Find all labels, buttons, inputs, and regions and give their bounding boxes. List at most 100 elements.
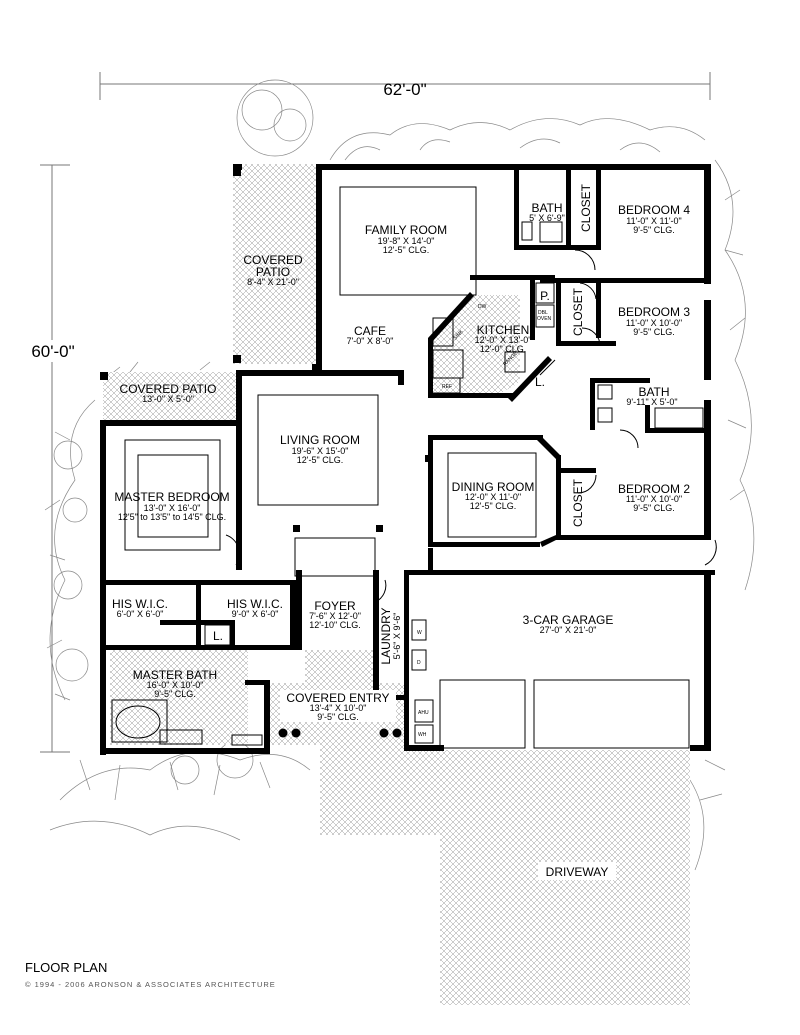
room-cafe: CAFE 7'-0" X 8'-0"	[347, 324, 394, 346]
room-family-room: FAMILY ROOM 19'-8" X 14'-0" 12'-5" CLG.	[365, 223, 447, 255]
family-room-size: 19'-8" X 14'-0"	[378, 236, 435, 246]
room-master-bedroom: MASTER BEDROOM 13'-0" X 16'-0" 12'5" to …	[114, 490, 229, 522]
width-dimension: 62'-0"	[99, 72, 711, 100]
dining-room-size: 12'-0" X 11'-0"	[465, 492, 521, 502]
dryer-label: D	[417, 660, 421, 666]
covered-entry-name: COVERED ENTRY	[286, 691, 389, 705]
bedroom2-size: 11'-0" X 10'-0"	[626, 494, 682, 504]
bedroom2-name: BEDROOM 2	[618, 482, 690, 496]
room-dining-room: DINING ROOM 12'-0" X 11'-0" 12'-5" CLG.	[452, 480, 535, 511]
his-wic-1-size: 6'-0" X 6'-0"	[117, 609, 164, 619]
dishwasher-label: DW	[478, 304, 487, 310]
plan-title: FLOOR PLAN	[25, 960, 107, 975]
dining-room-clg: 12'-5" CLG.	[470, 501, 516, 511]
entry-columns	[278, 728, 402, 738]
room-his-wic-1: HIS W.I.C. 6'-0" X 6'-0"	[112, 597, 168, 619]
room-garage: 3-CAR GARAGE 27'-0" X 21'-0" AHU WH	[418, 613, 613, 738]
kitchen-clg: 12'-0" CLG.	[480, 344, 526, 354]
landscaping	[44, 79, 755, 871]
living-room-clg: 12'-5" CLG.	[297, 455, 343, 465]
room-bedroom2: BEDROOM 2 11'-0" X 10'-0" 9'-5" CLG.	[618, 482, 690, 513]
room-covered-entry: COVERED ENTRY 13'-4" X 10'-0" 9'-5" CLG.	[280, 690, 396, 722]
garage-name: 3-CAR GARAGE	[523, 613, 614, 627]
depth-label: 60'-0"	[31, 342, 74, 361]
room-living-room: LIVING ROOM 19'-6" X 15'-0" 12'-5" CLG.	[280, 433, 360, 465]
room-bath-upper: BATH 5' X 6'-9"	[529, 201, 565, 223]
pantry-label: P.	[540, 289, 550, 303]
kitchen-linen-label: L.	[535, 375, 545, 389]
room-covered-patio-side: COVERED PATIO 8'-4" X 21'-0"	[243, 253, 303, 287]
master-bedroom-clg: 12'5" to 13'5" to 14'5" CLG.	[118, 512, 226, 522]
covered-entry-size: 13'-4" X 10'-0"	[310, 703, 367, 713]
bath-linen-label: L.	[213, 629, 223, 643]
room-foyer: FOYER 7'-6" X 12'-0" 12'-10" CLG.	[309, 599, 361, 630]
garage-size: 27'-0" X 21'-0"	[540, 625, 597, 635]
covered-entry-clg: 9'-5" CLG.	[317, 712, 358, 722]
covered-patio-a-name2: PATIO	[256, 265, 290, 279]
fixtures	[111, 221, 717, 749]
water-heater-label: WH	[418, 732, 427, 738]
area-driveway: DRIVEWAY	[538, 862, 616, 880]
room-bedroom4: BEDROOM 4 11'-0" X 11'-0" 9'-5" CLG.	[618, 203, 690, 235]
foyer-clg: 12'-10" CLG.	[309, 620, 360, 630]
room-bedroom3: BEDROOM 3 11'-0" X 10'-0" 9'-5" CLG.	[618, 305, 690, 337]
covered-patio-a-size: 8'-4" X 21'-0"	[247, 277, 299, 287]
bedroom4-clg: 9'-5" CLG.	[633, 225, 674, 235]
master-bath-name: MASTER BATH	[133, 668, 217, 682]
closet-bedroom2-label: CLOSET	[571, 478, 585, 527]
walls	[100, 164, 715, 755]
master-bedroom-size: 13'-0" X 16'-0"	[144, 503, 201, 513]
dbl-oven-label-2: OVEN	[537, 316, 552, 322]
kitchen-name: KITCHEN	[477, 323, 530, 337]
foyer-name: FOYER	[314, 599, 356, 613]
bath-upper-name: BATH	[531, 201, 562, 215]
ahu-label: AHU	[418, 710, 429, 716]
ref-label: REF	[442, 384, 452, 390]
covered-patio-b-name: COVERED PATIO	[120, 382, 217, 396]
washer-label: W	[417, 630, 422, 636]
master-bath-size: 16'-0" X 10'-0"	[147, 680, 204, 690]
ceiling-details	[124, 186, 537, 577]
depth-dimension: 60'-0"	[25, 164, 81, 753]
bedroom4-name: BEDROOM 4	[618, 203, 690, 217]
copyright-line: © 1994 - 2006 ARONSON & ASSOCIATES ARCHI…	[25, 980, 276, 989]
foyer-size: 7'-6" X 12'-0"	[309, 611, 361, 621]
room-bath-mid: BATH 9'-11" X 5'-0"	[626, 385, 677, 407]
room-his-wic-2: HIS W.I.C. 9'-0" X 6'-0"	[227, 597, 283, 619]
family-room-clg: 12'-5" CLG.	[383, 245, 429, 255]
his-wic-2-name: HIS W.I.C.	[227, 597, 283, 611]
bedroom3-clg: 9'-5" CLG.	[633, 327, 674, 337]
room-covered-patio-rear: COVERED PATIO 13'-0" X 5'-0"	[120, 382, 217, 404]
living-room-name: LIVING ROOM	[280, 433, 360, 447]
laundry-name: LAUNDRY	[379, 607, 393, 664]
closet-bedroom3-label: CLOSET	[571, 287, 585, 336]
master-bath-clg: 9'-5" CLG.	[154, 689, 195, 699]
bath-mid-name: BATH	[638, 385, 669, 399]
bath-upper-size: 5' X 6'-9"	[529, 213, 565, 223]
cafe-name: CAFE	[354, 324, 386, 338]
master-bedroom-name: MASTER BEDROOM	[114, 490, 229, 504]
his-wic-1-name: HIS W.I.C.	[112, 597, 168, 611]
room-laundry: LAUNDRY 5'-6" X 9'-6" W D	[379, 607, 422, 666]
dining-room-name: DINING ROOM	[452, 480, 535, 494]
living-room-size: 19'-6" X 15'-0"	[292, 446, 349, 456]
kitchen-size: 12'-0" X 13'-0"	[475, 335, 532, 345]
dbl-oven-label-1: DBL	[538, 310, 548, 316]
width-label: 62'-0"	[383, 80, 426, 99]
driveway-name: DRIVEWAY	[546, 865, 609, 879]
room-master-bath: MASTER BATH 16'-0" X 10'-0" 9'-5" CLG.	[133, 668, 217, 699]
family-room-name: FAMILY ROOM	[365, 223, 447, 237]
covered-patio-a-name1: COVERED	[243, 253, 303, 267]
cafe-size: 7'-0" X 8'-0"	[347, 336, 394, 346]
covered-patio-b-size: 13'-0" X 5'-0"	[142, 394, 194, 404]
bedroom3-name: BEDROOM 3	[618, 305, 690, 319]
bedroom2-clg: 9'-5" CLG.	[633, 503, 674, 513]
closet-bedroom4-label: CLOSET	[579, 183, 593, 232]
his-wic-2-size: 9'-0" X 6'-0"	[232, 609, 279, 619]
bath-mid-size: 9'-11" X 5'-0"	[626, 397, 677, 407]
bedroom3-size: 11'-0" X 10'-0"	[626, 318, 682, 328]
laundry-size: 5'-6" X 9'-6"	[392, 613, 402, 660]
bedroom4-size: 11'-0" X 11'-0"	[626, 216, 682, 226]
